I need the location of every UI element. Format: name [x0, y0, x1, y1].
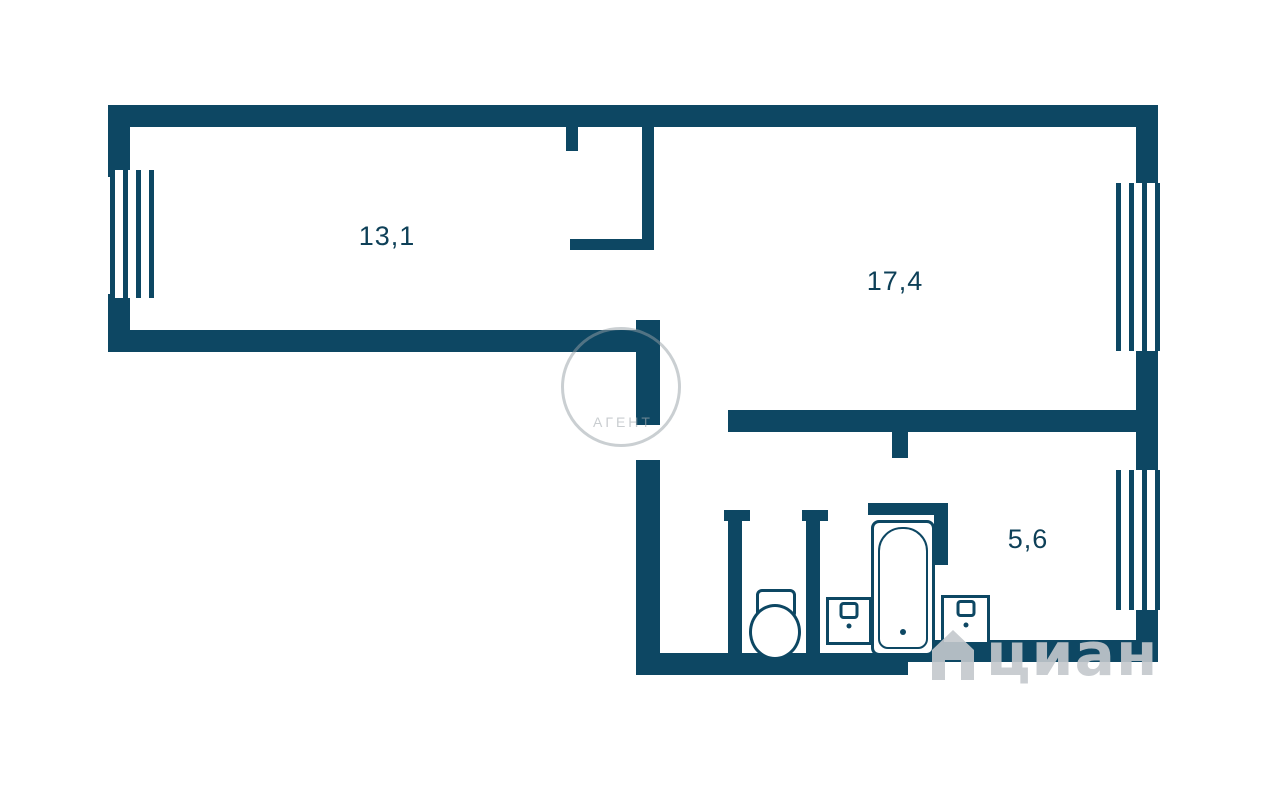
window-left-icon — [110, 170, 154, 298]
watermark-agency-text: АГЕНТ — [593, 414, 653, 430]
wall-center-lower — [636, 460, 660, 675]
room-label-living: 13,1 — [358, 221, 416, 251]
room-label-kitchen: 5,6 — [1007, 524, 1049, 554]
cian-logo-icon — [932, 630, 974, 680]
wall-right-upper — [1136, 105, 1158, 189]
faucet-icon — [956, 600, 975, 617]
watermark-agency-logo-icon — [561, 327, 681, 447]
drain-icon — [846, 623, 852, 629]
wall-room1-bottom — [108, 330, 660, 352]
wall-top — [108, 105, 1158, 127]
drain-icon — [963, 622, 968, 628]
wall-left-upper — [108, 105, 130, 177]
wall-toilet-divider — [806, 510, 820, 675]
bathtub-fixture — [871, 520, 935, 656]
watermark-cian: циан — [928, 625, 1158, 685]
wall-hall-bottom — [660, 653, 730, 675]
wall-bath-left-cap — [724, 510, 750, 521]
faucet-icon — [839, 602, 859, 619]
wall-kitchen-door-stub — [892, 432, 908, 458]
drain-icon — [900, 629, 906, 635]
wall-closet-side — [642, 127, 654, 249]
bathtub-basin-icon — [878, 527, 928, 649]
wall-toilet-divider-cap — [802, 510, 828, 521]
wall-mid-horizontal — [728, 410, 1158, 432]
room-label-bedroom: 17,4 — [866, 266, 924, 296]
wall-closet-stub — [566, 127, 578, 151]
wall-tub-top — [868, 503, 948, 515]
wall-tub-right — [934, 503, 948, 565]
window-right-top-icon — [1116, 183, 1160, 351]
wall-bath-left — [728, 510, 742, 675]
bathroom-sink-fixture — [826, 597, 872, 645]
toilet-bowl-icon — [749, 604, 801, 660]
watermark-cian-text: циан — [986, 620, 1159, 690]
wall-closet-front — [570, 239, 654, 250]
window-right-bottom-icon — [1116, 470, 1160, 610]
toilet-fixture — [749, 589, 801, 660]
